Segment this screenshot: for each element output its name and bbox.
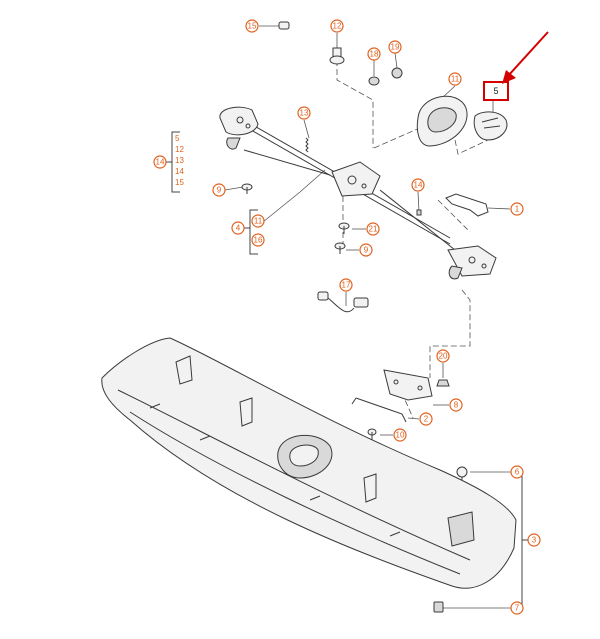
svg-text:13: 13 <box>175 156 184 165</box>
svg-text:20: 20 <box>439 352 448 361</box>
svg-text:8: 8 <box>454 401 459 410</box>
screw-part-left <box>241 183 253 194</box>
svg-text:10: 10 <box>396 431 405 440</box>
callout-8: 8 <box>449 398 463 412</box>
callout-15: 15 <box>245 19 259 33</box>
handle-part <box>416 95 468 147</box>
svg-text:7: 7 <box>515 604 520 613</box>
group-four-bracket <box>244 209 258 255</box>
callout-19: 19 <box>388 40 402 54</box>
screw-part-10 <box>367 428 377 440</box>
spring-clip-part <box>445 193 489 217</box>
svg-text:17: 17 <box>342 281 351 290</box>
svg-text:4: 4 <box>236 224 241 233</box>
svg-text:9: 9 <box>364 246 369 255</box>
callout-17: 17 <box>339 278 353 292</box>
svg-text:14: 14 <box>414 181 423 190</box>
callout-2: 2 <box>419 412 433 426</box>
callout-18: 18 <box>367 47 381 61</box>
screw-part-9 <box>334 242 346 254</box>
screw-part-21 <box>338 222 350 234</box>
spring-part <box>305 137 309 153</box>
right-group-bracket <box>514 471 528 609</box>
svg-text:11: 11 <box>451 75 460 84</box>
svg-text:16: 16 <box>254 236 263 245</box>
svg-text:9: 9 <box>217 186 222 195</box>
clip-part-6 <box>456 466 468 484</box>
callout-10: 10 <box>393 428 407 442</box>
callout-12: 12 <box>330 19 344 33</box>
callout-13: 13 <box>297 106 311 120</box>
svg-text:5: 5 <box>493 86 498 96</box>
nut-part <box>368 76 380 86</box>
svg-text:12: 12 <box>333 22 342 31</box>
svg-text:15: 15 <box>248 22 257 31</box>
pin-part <box>278 21 290 30</box>
svg-text:2: 2 <box>424 415 429 424</box>
svg-text:13: 13 <box>300 109 309 118</box>
svg-text:11: 11 <box>254 217 263 226</box>
svg-text:18: 18 <box>370 50 379 59</box>
svg-text:3: 3 <box>532 536 537 545</box>
callout-14: 14 <box>411 178 425 192</box>
callout-group-left: 14 5 12 13 14 15 <box>153 134 184 187</box>
callout-7: 7 <box>510 601 524 615</box>
release-cable-assembly <box>219 106 497 280</box>
clip-part-20 <box>436 379 450 387</box>
svg-text:15: 15 <box>175 178 184 187</box>
red-arrow-icon <box>502 31 549 84</box>
trim-panel-part <box>101 337 517 589</box>
callout-1: 1 <box>510 202 524 216</box>
svg-text:21: 21 <box>369 225 378 234</box>
callout-11: 11 <box>448 72 462 86</box>
svg-text:19: 19 <box>391 43 400 52</box>
bolt-part <box>329 47 345 65</box>
callout-3: 3 <box>527 533 541 547</box>
rod-part <box>351 397 407 423</box>
callout-group-four: 4 11 16 <box>231 214 265 247</box>
callout-6: 6 <box>510 465 524 479</box>
handle-cover-part <box>473 111 508 141</box>
clip-part-7 <box>433 601 444 613</box>
svg-text:14: 14 <box>156 158 165 167</box>
left-group-bracket <box>166 131 180 193</box>
svg-text:5: 5 <box>175 134 180 143</box>
svg-text:14: 14 <box>175 167 184 176</box>
svg-text:12: 12 <box>175 145 184 154</box>
callout-21: 21 <box>366 222 380 236</box>
clip-part <box>391 67 403 79</box>
callout-20: 20 <box>436 349 450 363</box>
leader-lines <box>224 25 514 609</box>
small-clip-part <box>416 209 422 216</box>
bracket-part <box>383 369 433 401</box>
callout-9-left: 9 <box>212 183 226 197</box>
wire-harness-part <box>317 291 369 313</box>
highlighted-part-label: 5 <box>483 81 509 101</box>
svg-text:6: 6 <box>515 468 520 477</box>
svg-text:1: 1 <box>515 205 520 214</box>
callout-9-lower: 9 <box>359 243 373 257</box>
